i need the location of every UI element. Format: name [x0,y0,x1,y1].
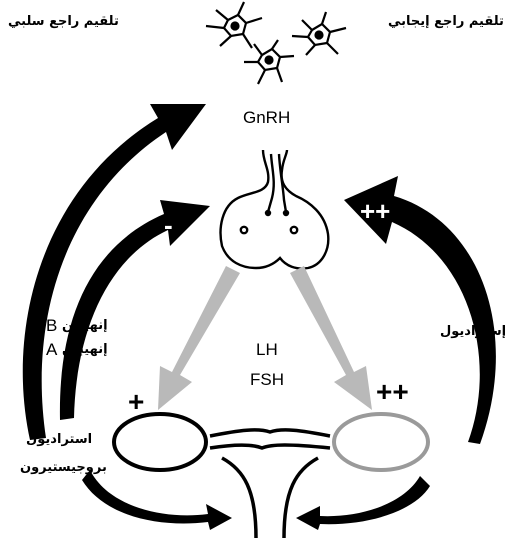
inhibin-a-letter: A [46,340,57,360]
left-ovary-plus-sign: + [128,386,144,418]
positive-feedback-label: تلقيم راجع إيجابي [388,14,504,29]
right-ovary [334,414,428,470]
bottom-left-curved-arrow [82,470,232,530]
lh-label: LH [256,340,278,360]
outer-minus-sign: - [158,76,167,107]
neuron-cell-right [292,12,346,55]
lh-fsh-arrow-right [290,266,372,410]
fsh-label: FSH [250,370,284,390]
bottom-right-curved-arrow [296,476,430,530]
right-plus-plus-sign: ++ [360,196,390,227]
negative-feedback-label: تلقيم راجع سلبي [8,14,119,29]
neuron-cell-left [206,2,262,48]
inhibin-a-label: إنهيبين [62,342,108,357]
left-ovary [114,414,206,470]
pituitary-gland [221,150,329,269]
inhibin-b-letter: B [46,316,57,336]
right-ovary-plus-plus-sign: ++ [376,376,409,408]
lh-fsh-arrow-left [158,266,240,410]
progesterone-label: بروجيستيرون [20,460,107,475]
estradiol-right-label: إستراديول [440,324,506,339]
inhibin-b-label: إنهيبين [62,318,108,333]
estradiol-left-label: استراديول [26,432,92,447]
inner-minus-sign: - [164,210,173,241]
gnrh-label: GnRH [243,108,290,128]
